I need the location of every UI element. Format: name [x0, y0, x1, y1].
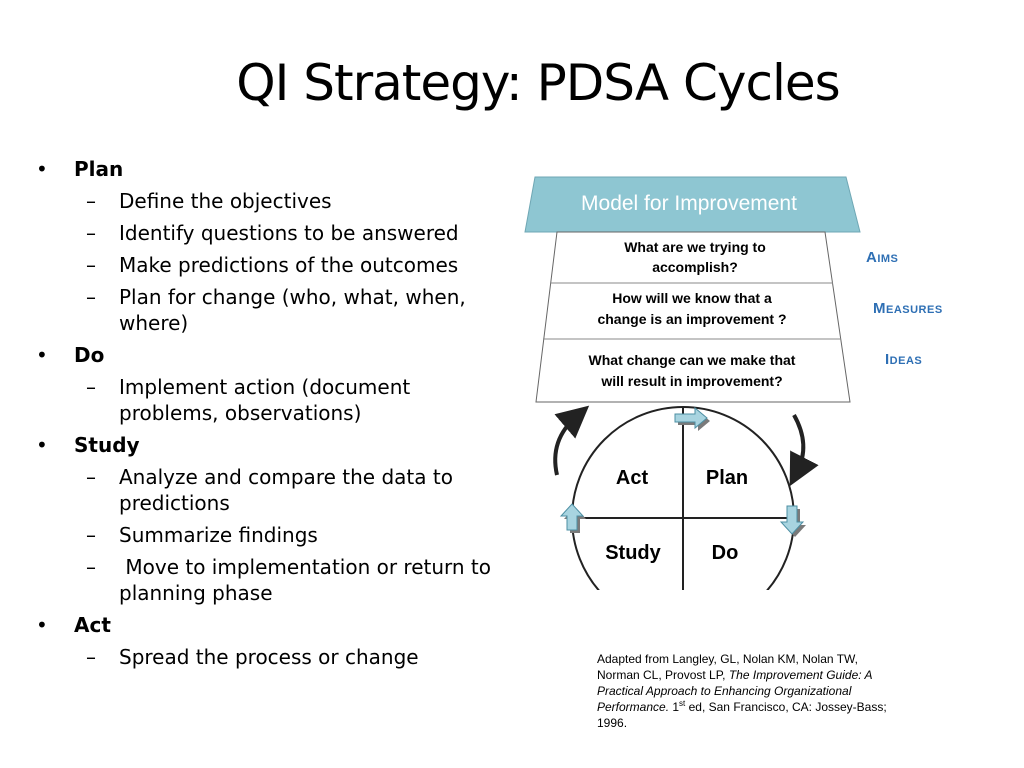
slide-title: QI Strategy: PDSA Cycles: [236, 54, 840, 112]
bullet-marker: •: [36, 433, 48, 457]
dash-marker: –: [86, 221, 96, 245]
sub-item-text: Analyze and compare the data to predicti…: [119, 465, 453, 515]
sub-item-text: Identify questions to be answered: [119, 221, 459, 245]
bullet-study: • Study: [34, 432, 504, 458]
dash-marker: –: [86, 285, 96, 309]
pdsa-act-label: Act: [616, 467, 649, 489]
citation-book-title: Performance.: [597, 700, 670, 714]
bullet-list: •Plan –Define the objectives –Identify q…: [34, 156, 504, 676]
dash-marker: –: [86, 523, 96, 547]
question-measures-line1: How will we know that a: [612, 290, 772, 306]
cycle-arrow-right-icon: [789, 414, 819, 487]
pdsa-plan-label: Plan: [706, 467, 748, 489]
citation-line: Norman CL, Provost LP, The Improvement G…: [597, 667, 937, 683]
question-measures-line2: change is an improvement ?: [597, 311, 786, 327]
model-header-text: Model for Improvement: [581, 192, 797, 215]
bullet-marker: •: [36, 343, 48, 367]
sub-item-text: Summarize findings: [119, 523, 318, 547]
sub-item-text: Move to implementation or return to plan…: [119, 555, 498, 605]
citation-book-title: Practical Approach to Enhancing Organiza…: [597, 684, 852, 698]
citation-line: 1996.: [597, 716, 628, 730]
sub-item: –Plan for change (who, what, when, where…: [34, 284, 504, 336]
bullet-heading-act: Act: [74, 613, 111, 637]
bullet-marker: •: [36, 613, 48, 637]
block-arrow-left-icon: [559, 503, 586, 533]
label-measures: Measures: [873, 300, 943, 317]
citation-line: Performance. 1st ed, San Francisco, CA: …: [597, 699, 937, 715]
question-aims-line1: What are we trying to: [624, 239, 766, 255]
cycle-arrow-left-icon: [553, 405, 590, 476]
sub-item: –Analyze and compare the data to predict…: [34, 464, 504, 516]
sub-item-text: Spread the process or change: [119, 645, 419, 669]
dash-marker: –: [86, 189, 96, 213]
sub-item: – Move to implementation or return to pl…: [34, 554, 504, 606]
bullet-heading-plan: Plan: [74, 157, 124, 181]
sub-item: –Implement action (document problems, ob…: [34, 374, 504, 426]
sub-item: –Make predictions of the outcomes: [34, 252, 504, 278]
sub-item-text: Implement action (document problems, obs…: [119, 375, 411, 425]
dash-marker: –: [86, 375, 96, 399]
question-aims-line2: accomplish?: [652, 259, 738, 275]
bullet-marker: •: [36, 157, 48, 181]
dash-marker: –: [86, 555, 96, 579]
sub-item-text: Plan for change (who, what, when, where): [119, 285, 466, 335]
questions-funnel: [535, 231, 851, 403]
sub-item: –Summarize findings: [34, 522, 504, 548]
sub-item-text: Make predictions of the outcomes: [119, 253, 459, 277]
block-arrow-top-icon: [674, 406, 710, 431]
question-ideas-line2: will result in improvement?: [600, 373, 782, 389]
bullet-act: • Act: [34, 612, 504, 638]
sub-item: –Spread the process or change: [34, 644, 504, 670]
label-ideas: Ideas: [885, 351, 923, 368]
block-arrow-right-icon: [779, 505, 806, 537]
dash-marker: –: [86, 253, 96, 277]
citation-edition-sup: st: [679, 699, 686, 708]
sub-item-text: Define the objectives: [119, 189, 332, 213]
citation-publisher: ed, San Francisco, CA: Jossey-Bass;: [685, 700, 887, 714]
citation-authors: Norman CL, Provost LP,: [597, 668, 729, 682]
bullet-do: • Do: [34, 342, 504, 368]
pdsa-study-label: Study: [605, 542, 661, 564]
bullet-heading-do: Do: [74, 343, 105, 367]
citation-line: Adapted from Langley, GL, Nolan KM, Nola…: [597, 652, 859, 666]
source-citation: Adapted from Langley, GL, Nolan KM, Nola…: [597, 651, 937, 731]
model-header-banner: [524, 176, 861, 233]
question-ideas-line1: What change can we make that: [589, 352, 796, 368]
citation-edition: 1: [669, 700, 680, 714]
citation-book-title: The Improvement Guide: A: [728, 668, 873, 682]
model-for-improvement-diagram: Model for Improvement What are we trying…: [524, 176, 861, 590]
bullet-heading-study: Study: [74, 433, 140, 457]
sub-item: –Identify questions to be answered: [34, 220, 504, 246]
dash-marker: –: [86, 465, 96, 489]
sub-item: –Define the objectives: [34, 188, 504, 214]
citation-line: Practical Approach to Enhancing Organiza…: [597, 683, 937, 699]
pdsa-do-label: Do: [712, 542, 739, 564]
bullet-plan: • Plan: [34, 156, 504, 182]
label-aims: Aims: [866, 249, 899, 266]
dash-marker: –: [86, 645, 96, 669]
